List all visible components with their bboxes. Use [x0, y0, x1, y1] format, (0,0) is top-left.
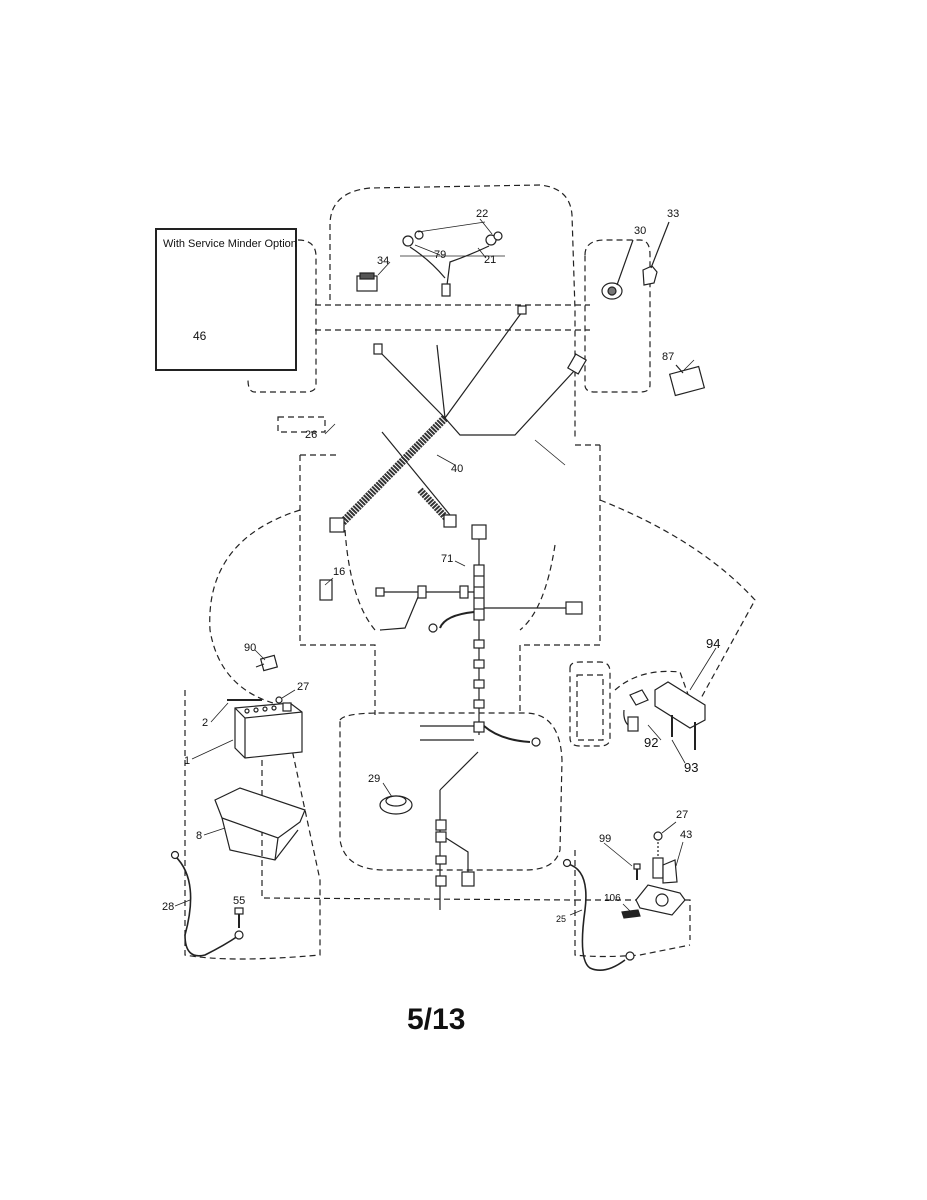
- callout-106: 106: [604, 893, 621, 904]
- leader-lines: [174, 218, 717, 916]
- service-minder-inset: With Service Minder Option: [155, 228, 297, 371]
- battery-cable-28: [170, 850, 244, 957]
- callout-93: 93: [684, 760, 699, 775]
- callout-30: 30: [634, 225, 647, 237]
- switch-cover-33: [642, 221, 670, 286]
- callout-25: 25: [556, 914, 567, 924]
- switch-assembly-94: [623, 681, 706, 750]
- callout-43: 43: [680, 829, 693, 841]
- callout-22: 22: [476, 208, 489, 220]
- callout-21: 21: [484, 254, 497, 266]
- right-switch-zone: [584, 239, 651, 393]
- callout-55: 55: [233, 895, 246, 907]
- ground-cable-25: [562, 858, 635, 971]
- callout-46: 46: [193, 329, 207, 343]
- callout-90: 90: [244, 642, 257, 654]
- callout-94: 94: [706, 636, 721, 651]
- battery-cable-path: [184, 690, 321, 960]
- frame-bottom-right: [574, 850, 691, 958]
- dashboard-outline: [329, 184, 576, 440]
- bolt-99: [633, 863, 641, 880]
- screw-55: [234, 907, 244, 928]
- shift-zone-inner: [576, 674, 604, 741]
- callout-29: 29: [368, 773, 381, 785]
- switch-34: [356, 272, 378, 292]
- harness-71: [375, 524, 583, 910]
- frame-outline-left: [299, 454, 376, 715]
- callout-33: 33: [667, 208, 680, 220]
- left-inset-zone: [247, 239, 317, 393]
- callout-1: 1: [184, 755, 191, 767]
- battery-1: [227, 696, 303, 759]
- callout-87: 87: [662, 351, 675, 363]
- callout-26: 26: [305, 429, 318, 441]
- callout-34: 34: [377, 255, 390, 267]
- callout-71: 71: [441, 553, 454, 565]
- solenoid-43: [635, 831, 686, 916]
- diode-90: [255, 654, 279, 672]
- callout-8: 8: [196, 830, 203, 842]
- right-arc: [599, 499, 756, 701]
- fuse-holder-29: [379, 795, 413, 815]
- main-harness-40: [329, 305, 588, 533]
- relay-87: [668, 364, 706, 397]
- dash-panel-line: [315, 304, 590, 331]
- callout-92: 92: [644, 735, 659, 750]
- callout-28: 28: [162, 901, 175, 913]
- page-number: 5/13: [407, 1003, 466, 1036]
- hood-curve: [344, 529, 556, 631]
- clip-106: [621, 909, 641, 919]
- callout-79: 79: [434, 249, 447, 261]
- frame-bottom-left: [261, 740, 576, 901]
- callout-40: 40: [451, 463, 464, 475]
- frame-outline-right: [519, 444, 601, 715]
- interlock-switch-16: [319, 579, 333, 601]
- callout-27-solenoid: 27: [676, 809, 689, 821]
- callout-16: 16: [333, 566, 346, 578]
- callout-27-battery: 27: [297, 681, 310, 693]
- connector-26-zone: [277, 416, 326, 433]
- battery-box-8: [214, 787, 306, 861]
- center-lower-outline: [339, 712, 563, 871]
- shift-zone: [569, 661, 611, 747]
- callout-99: 99: [599, 833, 612, 845]
- left-arc: [209, 509, 301, 706]
- ignition-switch-30: [601, 239, 634, 300]
- headlight-assembly: [400, 221, 505, 297]
- inset-title: With Service Minder Option: [163, 238, 297, 250]
- callout-2: 2: [202, 717, 209, 729]
